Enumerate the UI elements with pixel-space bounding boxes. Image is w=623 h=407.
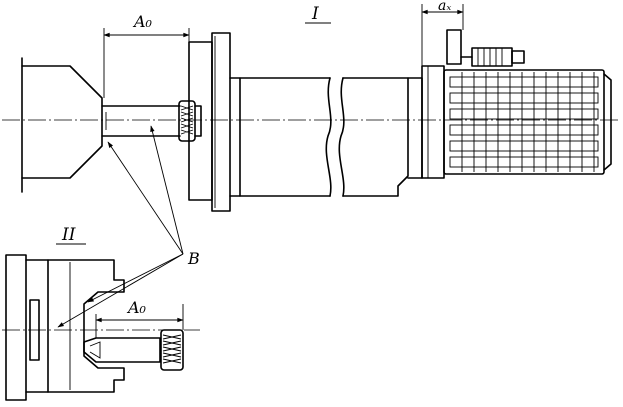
head-end-chamfer [603,73,612,171]
boring-bar [83,337,161,363]
graduation-row [449,92,599,104]
boring-bar-tip [89,341,101,359]
dim-a0-bottom: A₀ [95,298,184,338]
dim-a0-bottom-label: A₀ [126,298,147,317]
adjusting-screw-thread [477,48,503,66]
break-line-left [325,77,332,197]
view-2-assembly [2,254,200,401]
fixture-slot [29,299,40,361]
dim-ax-label: aₓ [438,0,451,14]
tool-shank [101,105,181,137]
head-graduations [449,72,599,172]
knurled-nut [178,100,196,142]
graduation-ticks [461,72,595,172]
graduation-row [449,124,599,136]
break-line-right [338,77,345,197]
body-collar [407,77,423,179]
spindle-nose [21,65,103,179]
leader-line [150,125,184,255]
micrometric-head [443,69,605,175]
knurl-pattern-bottom [162,334,182,364]
head-base [421,65,445,179]
fixture-plate [5,254,27,401]
graduation-row [449,156,599,168]
graduation-row [449,108,599,120]
body-shoulder [229,77,241,197]
nut-collar [194,105,202,137]
view-2-label: II [61,225,76,245]
leader-line [57,253,184,328]
leader-line [87,253,184,303]
graduation-row [449,140,599,152]
flange-rear [211,32,231,212]
knurled-nut-bottom [160,329,184,371]
tool-slide [446,29,462,65]
body-segment-left [239,77,331,197]
callout-b-label: B [187,249,200,268]
body-segment-right [342,77,409,197]
stepped-body [47,259,125,393]
dim-a0-top-label: A₀ [132,12,153,31]
view-1-label: I [311,4,319,24]
adjusting-screw-cap [511,50,525,64]
view-1-assembly [2,29,618,212]
dim-ax: aₓ [421,0,464,66]
leader-line [107,141,184,255]
knurl-pattern [180,105,194,135]
graduation-row [449,76,599,88]
fixture-face [25,259,49,393]
callout-b-leaders [57,125,184,328]
dim-a0-top: A₀ [103,12,190,98]
